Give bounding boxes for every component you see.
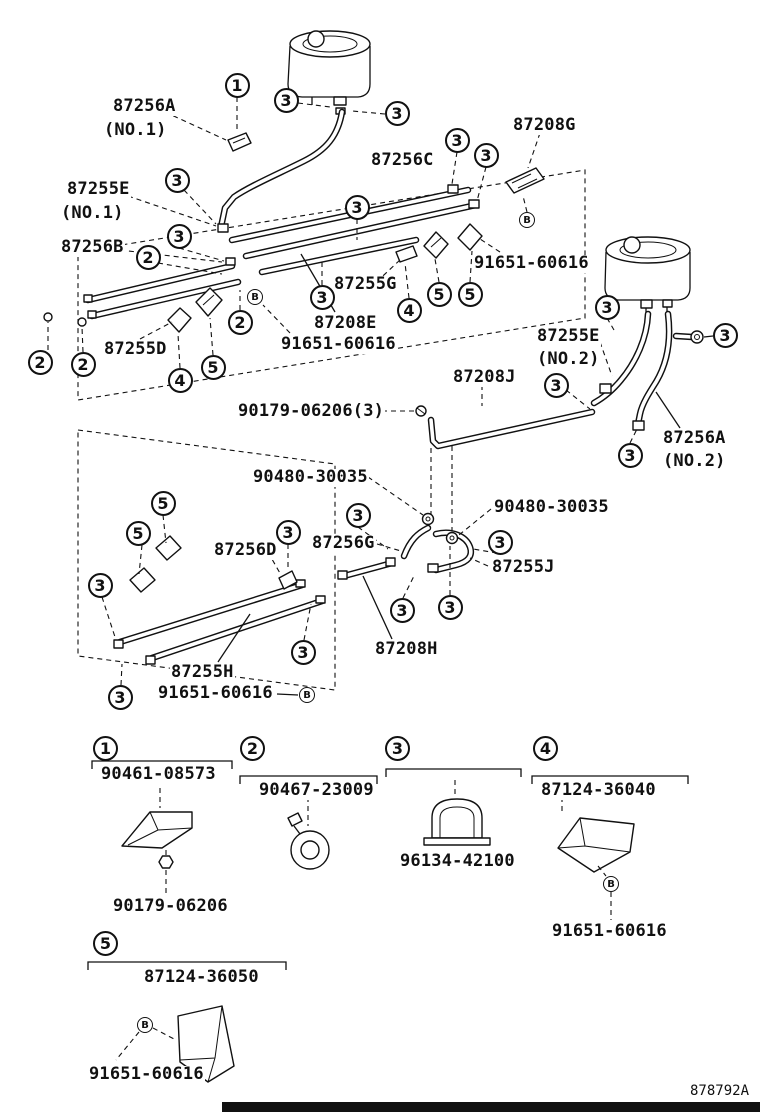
callout-number-3: 3 [87,572,113,598]
callout-number-3: 3 [344,194,370,220]
part-label: 87256D [213,540,278,560]
callout-number-3: 3 [594,294,620,320]
callout-number-3: 3 [275,519,301,545]
callout-number-5: 5 [426,281,452,307]
b-badge: B [299,687,315,703]
callout-number-3: 3 [543,372,569,398]
reservoir-tank-1 [287,30,371,115]
callout-number-3: 3 [166,223,192,249]
legend-sub-part-number: 91651-60616 [551,921,668,941]
part-label: 87256A [112,96,177,116]
callout-number-4: 4 [167,367,193,393]
part-label: 90480-30035 [493,497,610,517]
legend-callout-5: 5 [93,931,118,956]
fittings [43,184,704,665]
legend-part-number: 87124-36050 [143,967,260,987]
part-label: 87208G [512,115,577,135]
callout-number-3: 3 [384,100,410,126]
part-label: 87256G [311,533,376,553]
callout-number-5: 5 [125,520,151,546]
part-label: 87208J [452,367,517,387]
legend-callout-3: 3 [385,736,410,761]
legend-callout-1: 1 [93,736,118,761]
callout-number-3: 3 [273,87,299,113]
callout-number-3: 3 [444,127,470,153]
legend-artwork [87,760,689,1083]
callout-number-3: 3 [473,142,499,168]
legend-part-number: 96134-42100 [399,851,516,871]
callout-number-3: 3 [290,639,316,665]
callout-number-2: 2 [27,349,53,375]
b-badge: B [603,876,619,892]
callout-number-4: 4 [396,297,422,323]
legend-part-number: 90461-08573 [100,764,217,784]
callout-number-5: 5 [150,490,176,516]
callout-number-3: 3 [487,529,513,555]
callout-number-3: 3 [309,284,335,310]
part-label: 87255E [536,326,601,346]
b-badge: B [247,289,263,305]
legend-callout-4: 4 [533,736,558,761]
part-label: (NO.2) [662,451,727,471]
part-label: 91651-60616 [473,253,590,273]
callout-number-3: 3 [617,442,643,468]
reservoir-tank-2 [604,236,691,314]
callout-number-2: 2 [135,244,161,270]
legend-callout-2: 2 [240,736,265,761]
part-label: 87208H [374,639,439,659]
legend-part-number: 90467-23009 [258,780,375,800]
callout-number-3: 3 [345,502,371,528]
part-label: (NO.1) [60,203,125,223]
callout-number-3: 3 [437,594,463,620]
b-badge: B [519,212,535,228]
callout-number-1: 1 [224,72,250,98]
leader-lines [47,97,714,696]
callout-number-2: 2 [70,351,96,377]
part-label: 87256B [60,237,125,257]
part-label: 87256A [662,428,727,448]
part-label: 87255G [333,274,398,294]
part-label: 87256C [370,150,435,170]
callout-number-5: 5 [457,281,483,307]
b-badge: B [137,1017,153,1033]
part-label: 87255H [170,662,235,682]
callout-number-3: 3 [389,597,415,623]
callout-number-3: 3 [164,167,190,193]
legend-part-number: 87124-36040 [540,780,657,800]
dashed-construction-boxes [77,169,586,691]
part-label: 91651-60616 [280,334,397,354]
diagram-id: 878792A [690,1083,750,1099]
part-label: 87255D [103,339,168,359]
callout-number-5: 5 [200,354,226,380]
part-label: 90179-06206(3) [237,401,386,421]
part-label: 87208E [313,313,378,333]
callout-number-2: 2 [227,309,253,335]
legend-sub-part-number: 90179-06206 [112,896,229,916]
part-label: 87255E [66,179,131,199]
callout-number-3: 3 [712,322,738,348]
clamp-covers [129,132,545,593]
part-label: 90480-30035 [252,467,369,487]
bottom-border-bar [222,1102,760,1112]
part-label: 87255J [491,557,556,577]
part-label: (NO.1) [103,120,168,140]
part-label: (NO.2) [536,349,601,369]
part-label: 91651-60616 [157,683,274,703]
callout-number-3: 3 [107,684,133,710]
pipes-and-hoses [84,108,696,662]
legend-sub-part-number: 91651-60616 [88,1064,205,1084]
